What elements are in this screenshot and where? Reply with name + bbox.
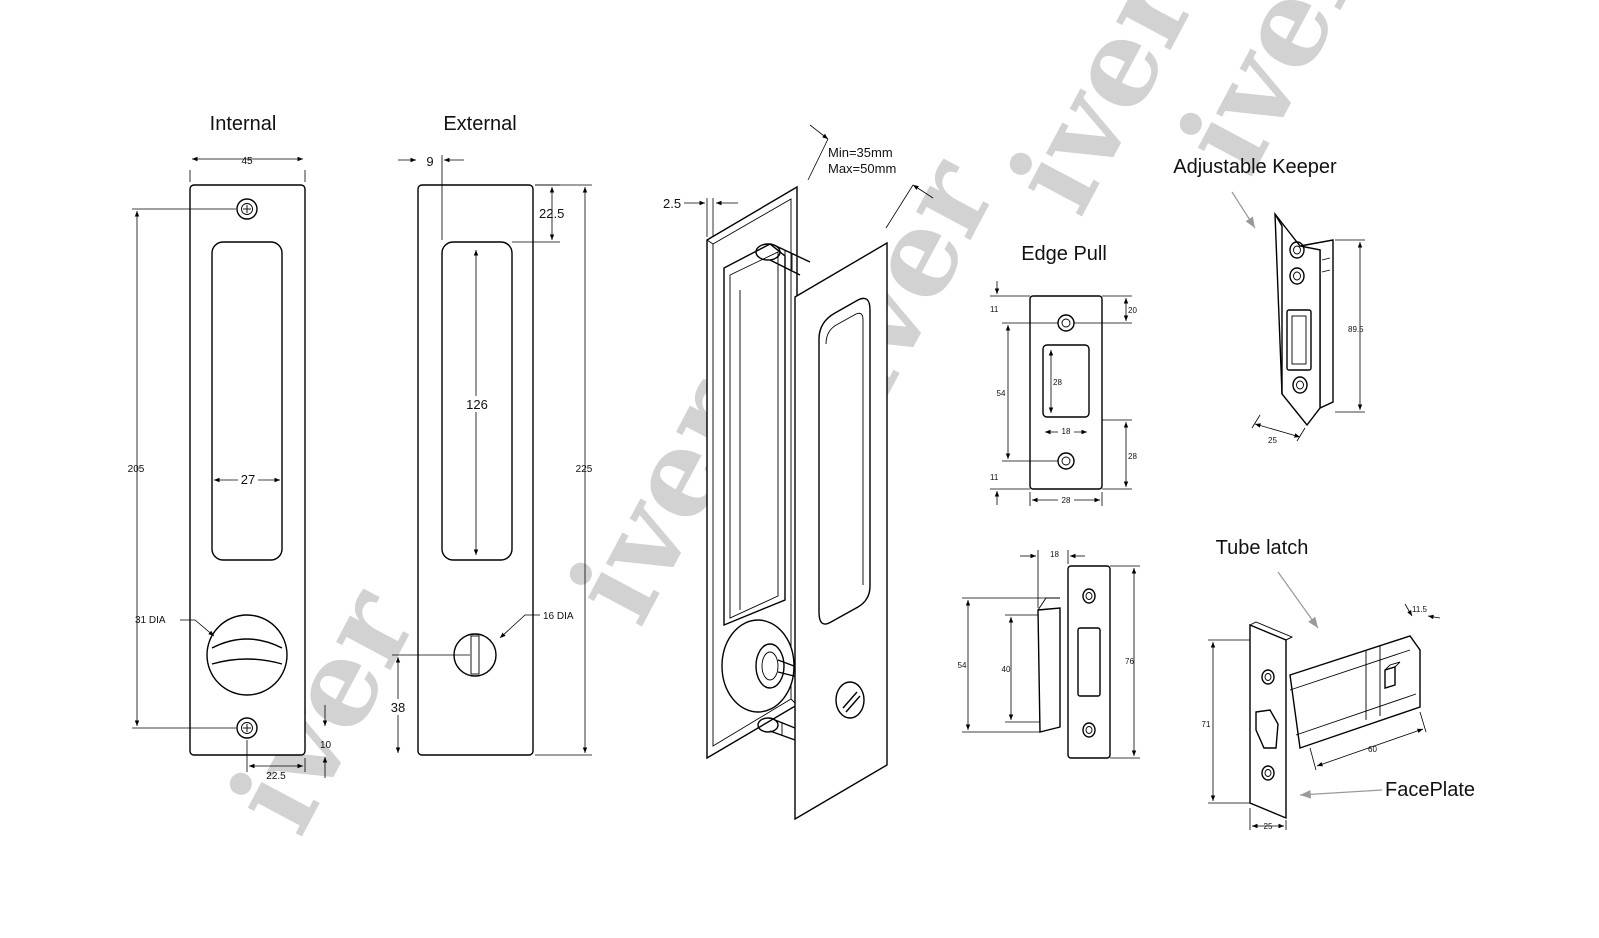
release-icon (835, 681, 865, 719)
external-view: External 9 22.5 126 225 16 DIA 38 (386, 113, 593, 756)
screw-icon (236, 198, 258, 220)
screw-icon (1082, 588, 1096, 604)
screw-icon (1289, 267, 1305, 285)
dim-screw-offset: 10 (320, 740, 332, 751)
dim-edge-bottom: 11 (990, 473, 999, 482)
keeper-box-view: 18 54 40 76 (958, 550, 1140, 759)
latch-tube (1289, 635, 1421, 749)
dim-edge-top: 11 (990, 305, 999, 314)
internal-recess (211, 241, 283, 561)
dim-release-height: 38 (391, 700, 405, 715)
adjustable-keeper-view: Adjustable Keeper 89.5 25 (1173, 156, 1365, 445)
dim-latch-height: 71 (1202, 720, 1211, 729)
dim-edge-slot-height: 28 (1053, 378, 1062, 387)
dim-latch-bolt: 11.5 (1412, 605, 1428, 614)
dim-external-edge: 9 (426, 154, 433, 169)
internal-view: Internal 45 205 27 31 DIA (128, 113, 332, 782)
screw-icon (1082, 722, 1096, 738)
dim-edge-span: 54 (997, 389, 1006, 398)
latch-tongue (1255, 709, 1279, 749)
external-plate (417, 184, 534, 756)
latch-bolt (1384, 666, 1396, 689)
screw-icon (1261, 669, 1275, 685)
dim-edge-slot-width: 18 (1062, 427, 1071, 436)
dim-external-top: 22.5 (539, 206, 564, 221)
dim-plate-thickness: 2.5 (663, 196, 681, 211)
keeper-slot (1286, 309, 1312, 371)
keeper-box-plate (1067, 565, 1111, 759)
dim-latch-backset: 60 (1368, 745, 1377, 754)
dim-box-plate-height: 76 (1125, 657, 1134, 666)
screw-icon (1261, 765, 1275, 781)
screw-icon (236, 717, 258, 739)
dim-turn-dia: 31 DIA (135, 615, 166, 626)
dim-box-height: 40 (1002, 665, 1011, 674)
edge-pull-plate (1029, 295, 1103, 490)
dim-box-depth: 18 (1050, 550, 1059, 559)
isometric-assembly: 2.5 Min=35mm Max=50mm (663, 124, 934, 821)
edge-pull-slot (1042, 344, 1090, 418)
front-recess (818, 297, 871, 625)
dim-release-dia: 16 DIA (543, 611, 574, 622)
dim-latch-width: 25 (1264, 822, 1273, 831)
dim-door-max: Max=50mm (828, 161, 896, 176)
dim-internal-width: 45 (241, 156, 253, 167)
adjustable-keeper-title: Adjustable Keeper (1173, 156, 1337, 178)
internal-plate (189, 184, 306, 756)
external-recess (441, 241, 513, 561)
edge-pull-view: Edge Pull 11 54 11 20 28 28 18 (990, 243, 1137, 506)
dim-recess-height: 126 (466, 397, 488, 412)
screw-icon (1292, 376, 1308, 394)
external-title: External (443, 113, 516, 135)
dim-box-outer-height: 54 (958, 661, 967, 670)
dim-keeper-height: 89.5 (1348, 325, 1364, 334)
dim-screw-center: 22.5 (266, 771, 286, 782)
dim-edge-lower: 28 (1128, 452, 1137, 461)
dim-keeper-width: 25 (1268, 436, 1277, 445)
keeper-box-slot (1077, 627, 1101, 697)
dim-external-height: 225 (576, 464, 593, 475)
spacer-posts (755, 243, 811, 741)
dim-edge-width: 28 (1062, 496, 1071, 505)
tube-latch-title: Tube latch (1216, 537, 1309, 559)
mechanism-body (723, 243, 786, 627)
internal-title: Internal (210, 113, 277, 135)
front-plate (794, 241, 888, 821)
latch-wheel-icon (721, 619, 811, 713)
dim-door-min: Min=35mm (828, 145, 893, 160)
dim-internal-height: 205 (128, 464, 145, 475)
dim-edge-screw-top: 20 (1128, 306, 1137, 315)
tube-latch-view: Tube latch 71 60 25 (1202, 537, 1476, 831)
faceplate-label: FacePlate (1385, 779, 1475, 801)
privacy-turn-icon (206, 614, 288, 696)
screw-icon (1289, 241, 1305, 259)
edge-pull-title: Edge Pull (1021, 243, 1107, 265)
dim-recess-width: 27 (241, 472, 255, 487)
